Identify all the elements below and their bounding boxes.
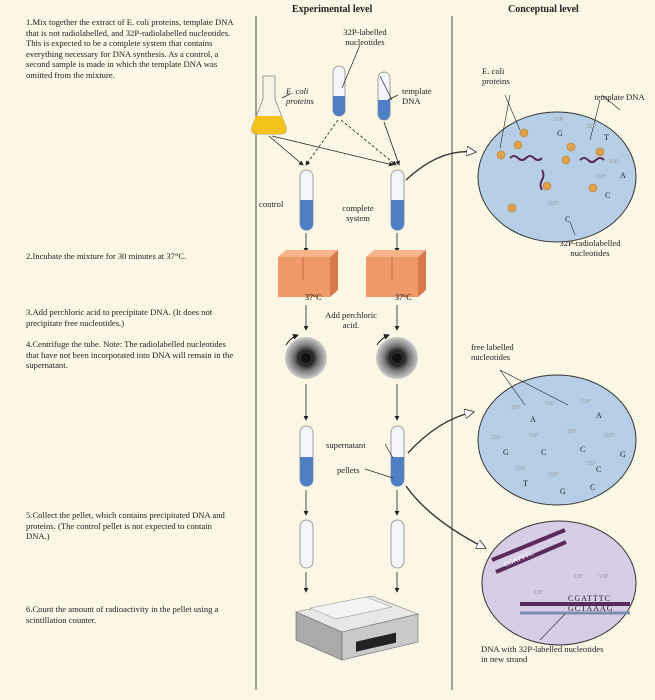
labelled-nucleotide-tube xyxy=(332,65,346,117)
svg-text:32P: 32P xyxy=(586,123,597,130)
conceptual-header: Conceptual level xyxy=(508,4,579,15)
svg-text:32P: 32P xyxy=(604,432,615,439)
supernatant-label: supernatant xyxy=(326,440,366,450)
pellets-label: pellets xyxy=(337,465,360,475)
template-dna-tube xyxy=(377,71,391,121)
arrow-to-circle-3 xyxy=(405,485,485,548)
radiolabelled-nucleotides-label: 32P-radiolabelled nucleotides xyxy=(559,238,621,258)
temp-right: 37°C xyxy=(395,293,412,302)
svg-text:G: G xyxy=(557,129,563,138)
control-tube xyxy=(299,169,314,231)
template-dna-strand-1 xyxy=(509,155,543,161)
control-label: control xyxy=(259,199,284,209)
svg-text:T: T xyxy=(523,479,528,488)
arrow-to-circle-1 xyxy=(405,152,475,181)
concept-circle-3 xyxy=(481,520,637,646)
step-6: 6.Count the amount of radioactivity in t… xyxy=(26,604,219,625)
svg-text:32P: 32P xyxy=(515,465,526,472)
svg-text:C: C xyxy=(596,465,601,474)
spun-tube-right xyxy=(390,425,405,487)
complete-tube xyxy=(390,169,405,231)
svg-text:C: C xyxy=(580,445,585,454)
dna-new-strand-label: DNA with 32P-labelled nucleotides in new… xyxy=(481,644,604,664)
svg-text:32P: 32P xyxy=(533,589,544,596)
free-nucleotide-icons: 32P 32P 32P 32P 32P 32P 32P 32P 32P 32P xyxy=(490,398,615,478)
svg-text:C: C xyxy=(605,191,610,200)
pellet-tube-right xyxy=(390,519,405,569)
concept-circle-2 xyxy=(477,374,637,506)
svg-text:C: C xyxy=(590,483,595,492)
protein-icons xyxy=(496,128,605,213)
scintillation-counter-icon xyxy=(295,595,420,661)
svg-text:32P: 32P xyxy=(528,432,539,439)
add-acid-label: Add perchloric acid. xyxy=(325,310,377,330)
flask-icon xyxy=(251,75,287,135)
svg-text:32P: 32P xyxy=(598,573,609,580)
svg-text:32P: 32P xyxy=(544,400,555,407)
svg-text:CGATTTC: CGATTTC xyxy=(568,594,611,603)
svg-text:32P: 32P xyxy=(596,173,607,180)
svg-text:32P: 32P xyxy=(573,573,584,580)
svg-text:32P: 32P xyxy=(586,460,597,467)
temp-left: 37°C xyxy=(305,293,322,302)
concept-template-label: template DNA xyxy=(594,92,645,102)
svg-text:A: A xyxy=(530,415,536,424)
spun-tube-left xyxy=(299,425,314,487)
centrifuge-right xyxy=(376,333,418,379)
svg-text:32P: 32P xyxy=(548,471,559,478)
step-5: 5.Collect the pellet, which contains pre… xyxy=(26,510,225,542)
svg-text:A: A xyxy=(620,171,626,180)
complete-system-label: complete system xyxy=(342,203,374,223)
arrow-to-circle-2 xyxy=(407,412,473,454)
svg-text:G: G xyxy=(560,487,566,496)
svg-text:32P: 32P xyxy=(608,158,619,165)
svg-text:T: T xyxy=(604,133,609,142)
dna-duplex-icon: CGATTTC xyxy=(491,528,630,615)
centrifuge-left xyxy=(285,333,327,379)
template-dna-label: template DNA xyxy=(402,86,432,106)
svg-text:32P: 32P xyxy=(510,404,521,411)
svg-text:32P: 32P xyxy=(566,428,577,435)
experimental-header: Experimental level xyxy=(292,4,373,15)
pellet-tube-left xyxy=(299,519,314,569)
incubator-left xyxy=(278,250,338,297)
free-labelled-label: free labelled nucleotides xyxy=(471,342,514,362)
svg-text:32P: 32P xyxy=(553,116,564,123)
step-4: 4.Centrifuge the tube. Note: The radiola… xyxy=(26,339,234,371)
svg-text:C: C xyxy=(541,448,546,457)
svg-text:32P: 32P xyxy=(580,398,591,405)
ecoli-proteins-label: E. coli proteins xyxy=(286,86,314,106)
svg-text:C: C xyxy=(565,215,570,224)
template-dna-strand-2 xyxy=(579,157,605,163)
concept-ecoli-label: E. coli proteins xyxy=(482,66,510,86)
labelled-nucleotides-label: 32P-labelled nucleotides xyxy=(343,27,387,47)
incubator-right xyxy=(366,250,426,297)
step-2: 2.Incubate the mixture for 30 minutes at… xyxy=(26,251,187,261)
svg-text:32P: 32P xyxy=(548,200,559,207)
step-1: 1.Mix together the extract of E. coli pr… xyxy=(26,17,234,80)
template-dna-strand-3 xyxy=(539,169,545,191)
svg-text:G: G xyxy=(620,450,626,459)
svg-text:G: G xyxy=(503,448,509,457)
svg-text:32P: 32P xyxy=(490,434,501,441)
svg-text:A: A xyxy=(596,411,602,420)
labelled-nucleotide-icons: 32P 32P 32P 32P 32P xyxy=(548,116,619,207)
svg-text:GCTAAAG: GCTAAAG xyxy=(568,604,613,613)
step-3: 3.Add perchloric acid to precipitate DNA… xyxy=(26,307,213,328)
